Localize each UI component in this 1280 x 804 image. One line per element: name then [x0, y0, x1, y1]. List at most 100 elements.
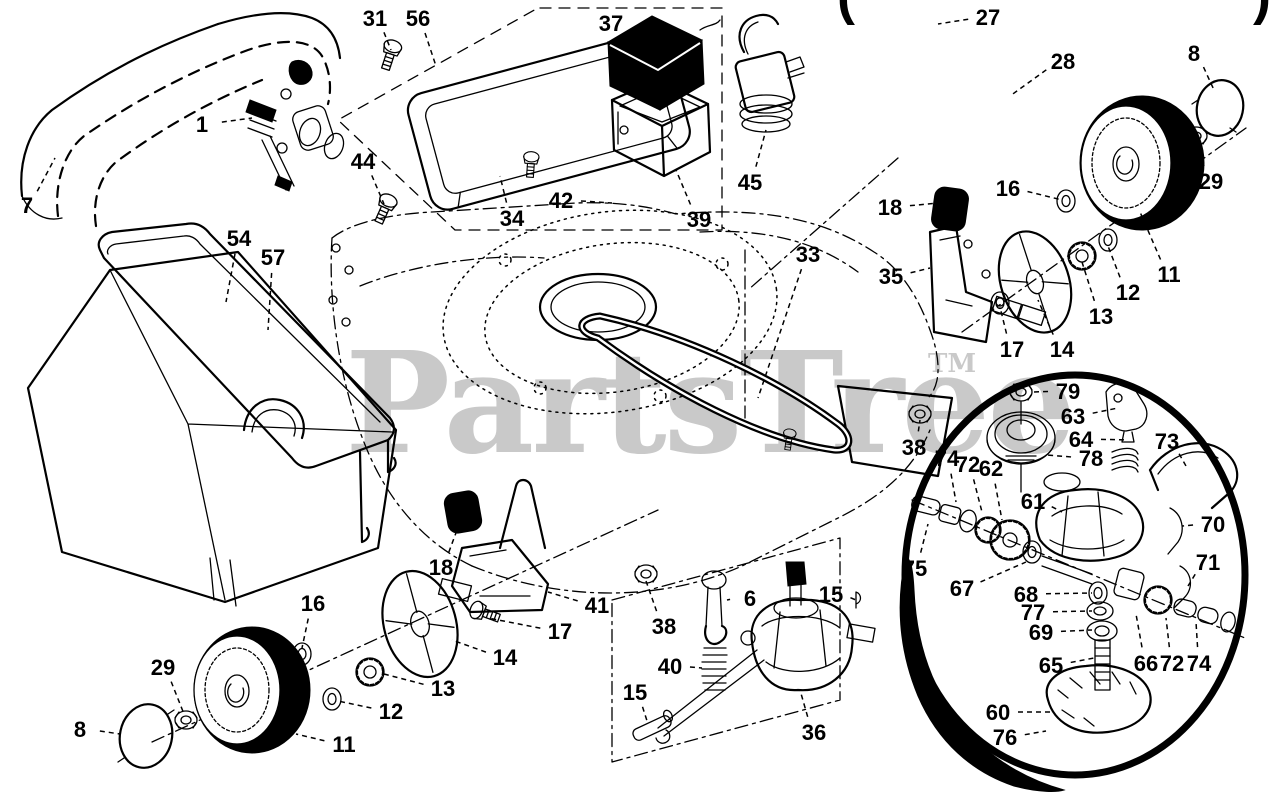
- leader-15-55: [641, 706, 649, 725]
- callout-44-8: 44: [351, 149, 376, 174]
- pin-15-left: [632, 709, 674, 741]
- leader-61-34: [1051, 506, 1063, 513]
- top-paren-1: ): [1253, 0, 1271, 26]
- callout-27-5: 27: [976, 5, 1000, 30]
- leader-1-0: [221, 117, 253, 123]
- leader-36-57: [799, 689, 809, 718]
- part-64: [1121, 431, 1135, 443]
- leader-68-39: [1045, 592, 1093, 595]
- leader-18-15: [909, 202, 939, 207]
- leader-7-1: [36, 157, 56, 192]
- gearbox-36: [655, 561, 876, 744]
- callout-18-42: 18: [429, 555, 453, 580]
- leader-8-7: [1202, 66, 1215, 91]
- top-paren-0: (: [837, 0, 855, 26]
- leader-17-45: [487, 617, 541, 629]
- leader-15-56: [850, 597, 857, 601]
- callout-61-34: 61: [1021, 489, 1045, 514]
- callout-13-22: 13: [1089, 304, 1113, 329]
- leader-74-61: [1195, 621, 1199, 648]
- hubcap-right: [1195, 79, 1245, 137]
- callout-39-12: 39: [687, 207, 711, 232]
- callout-35-19: 35: [879, 264, 903, 289]
- leader-12-49: [337, 700, 372, 709]
- callout-37-4: 37: [599, 11, 623, 36]
- callout-76-63: 76: [993, 725, 1017, 750]
- dust-cover-left: [381, 569, 459, 679]
- callout-33-18: 33: [796, 242, 820, 267]
- leader-65-58: [1070, 657, 1095, 664]
- callout-14-24: 14: [1050, 337, 1075, 362]
- leader-44-8: [371, 175, 385, 205]
- watermark-tm: TM: [928, 349, 976, 379]
- callout-12-49: 12: [379, 699, 403, 724]
- leader-34-11: [499, 175, 508, 203]
- callout-8-50: 8: [74, 717, 86, 742]
- leader-29-13: [1195, 140, 1205, 167]
- callout-72-32: 72: [956, 452, 980, 477]
- shift-lever-63: [1105, 382, 1148, 473]
- leader-63-27: [1092, 407, 1119, 414]
- callout-36-57: 36: [802, 720, 826, 745]
- clutch-spring: [1111, 447, 1139, 473]
- vertical-output-stack: [780, 427, 1152, 734]
- pulley-78: [986, 401, 1056, 493]
- leader-67-38: [980, 561, 1027, 583]
- battery-tray: [610, 78, 712, 178]
- leader-31-2: [383, 32, 392, 51]
- callout-64-28: 64: [1069, 427, 1094, 452]
- wheel-left: [193, 626, 311, 754]
- mower-deck: [328, 157, 1005, 594]
- detail-circle: [780, 371, 1249, 792]
- leader-13-48: [383, 673, 424, 686]
- leader-37-4: [623, 34, 631, 46]
- callout-8-7: 8: [1188, 41, 1200, 66]
- callout-11-51: 11: [332, 732, 355, 757]
- callout-72-60: 72: [1160, 651, 1184, 676]
- callout-12-21: 12: [1116, 280, 1140, 305]
- pinion-13-left: [354, 656, 386, 688]
- callout-69-41: 69: [1029, 620, 1053, 645]
- leader-73-29: [1178, 453, 1187, 467]
- detail-circle-swoosh: [899, 555, 1066, 792]
- bolt-31: [376, 37, 404, 73]
- nut-38-left: [634, 564, 658, 584]
- bracket-73: [1148, 442, 1239, 510]
- grass-catcher: [26, 222, 398, 607]
- leader-41-43: [547, 591, 578, 602]
- callout-42-10: 42: [549, 188, 573, 213]
- callout-13-48: 13: [431, 676, 455, 701]
- callout-38-52: 38: [652, 614, 676, 639]
- leader-45-9: [755, 129, 767, 167]
- callout-41-43: 41: [585, 593, 609, 618]
- shackle-6: [701, 570, 728, 646]
- spring-40: [701, 647, 728, 691]
- leader-14-46: [451, 639, 487, 653]
- callout-16-44: 16: [301, 591, 325, 616]
- leader-33-18: [757, 268, 803, 399]
- callout-56-3: 56: [406, 6, 430, 31]
- callout-40-54: 40: [658, 654, 682, 679]
- leader-11-51: [295, 733, 325, 742]
- leader-35-19: [910, 267, 931, 274]
- callout-65-58: 65: [1039, 653, 1063, 678]
- leader-29-47: [170, 681, 185, 715]
- right-wheel-assembly: [928, 79, 1247, 344]
- callout-17-45: 17: [548, 619, 572, 644]
- leader-17-23: [999, 306, 1008, 334]
- leader-56-3: [424, 32, 437, 67]
- handle-assembly: [20, 12, 345, 228]
- leader-57-17: [267, 272, 273, 331]
- leader-72-32: [972, 479, 983, 513]
- callout-77-40: 77: [1021, 600, 1045, 625]
- bolt-42: [521, 150, 540, 179]
- callout-31-2: 31: [363, 6, 387, 31]
- leader-70-35: [1181, 524, 1194, 527]
- callout-29-13: 29: [1199, 169, 1223, 194]
- leader-14-24: [1037, 299, 1054, 335]
- callout-34-11: 34: [500, 206, 525, 231]
- callout-11-20: 11: [1157, 262, 1180, 287]
- callout-16-14: 16: [996, 176, 1020, 201]
- leader-78-30: [1045, 454, 1072, 458]
- washer-12-left: [322, 687, 342, 711]
